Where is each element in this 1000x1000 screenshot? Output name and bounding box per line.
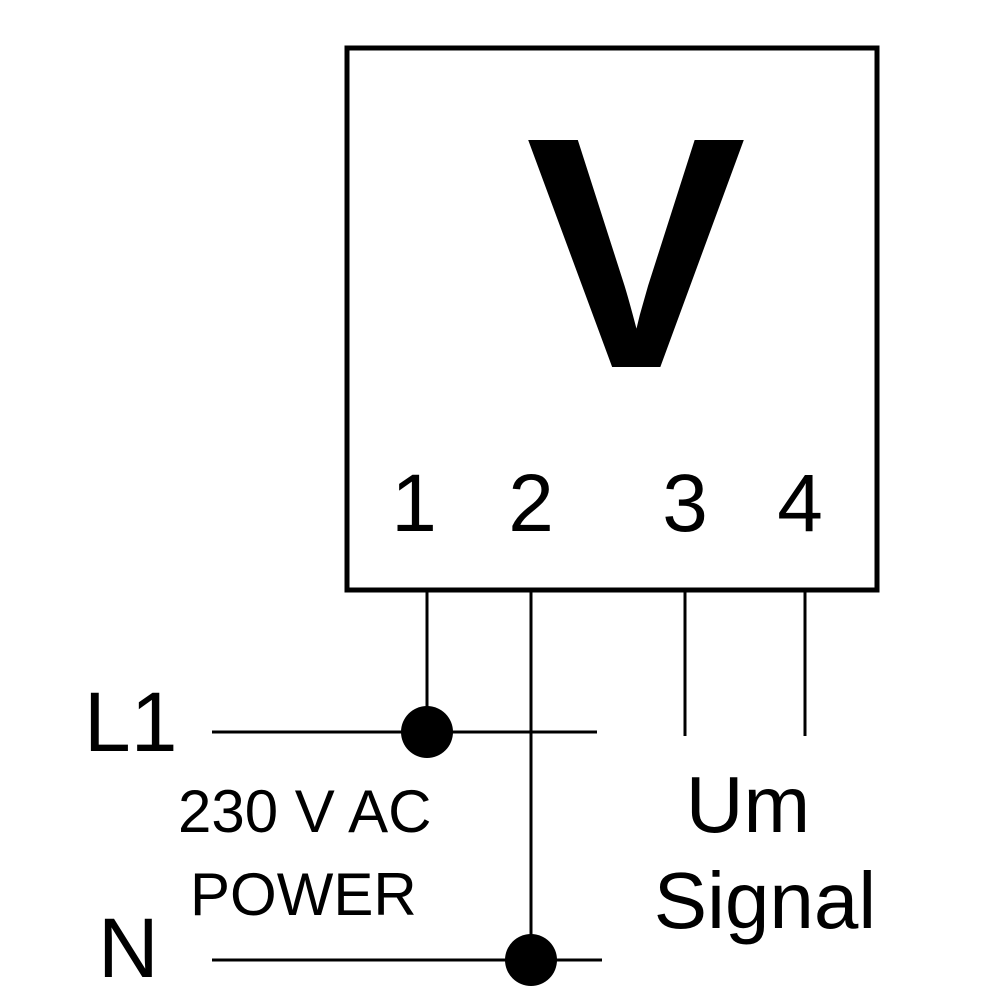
terminal-3-label: 3 <box>662 458 708 549</box>
line-junction-dot <box>401 706 453 758</box>
neutral-junction-dot <box>505 934 557 986</box>
device-box <box>344 45 880 593</box>
terminal-1-label: 1 <box>391 458 437 549</box>
device-symbol: V <box>526 68 748 437</box>
um-label: Um <box>686 760 810 849</box>
terminal-4-label: 4 <box>777 458 823 549</box>
signal-label: Signal <box>654 856 876 945</box>
voltage-label: 230 V AC <box>178 778 432 845</box>
neutral-label: N <box>98 901 159 995</box>
terminal-2-label: 2 <box>508 458 554 549</box>
line-label: L1 <box>84 675 177 769</box>
power-label: POWER <box>190 861 417 928</box>
